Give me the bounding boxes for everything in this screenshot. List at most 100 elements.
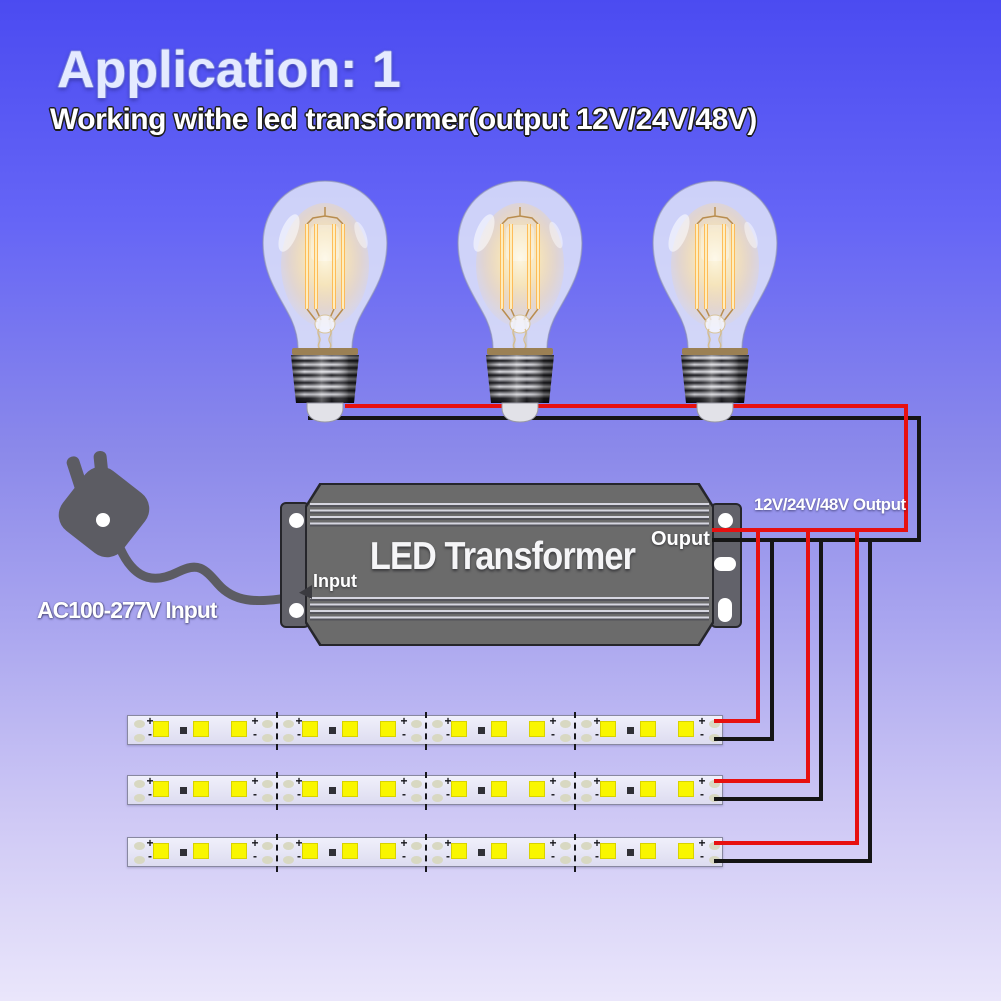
solder-pad (262, 720, 273, 728)
minus-mark: - (402, 849, 406, 863)
cut-line (574, 834, 576, 872)
led-chip (640, 721, 656, 737)
solder-pad (581, 734, 592, 742)
solder-pad (411, 734, 422, 742)
plus-mark: + (698, 774, 706, 788)
led-chip (302, 781, 318, 797)
positive-wire (714, 719, 760, 723)
solder-pad (134, 842, 145, 850)
resistor (329, 727, 336, 734)
solder-pad (709, 780, 720, 788)
led-chip (678, 721, 694, 737)
page-title: Application: 1 (57, 41, 401, 99)
solder-pad (432, 720, 443, 728)
led-strip: +-+-+-+-+-+-+-+- (127, 834, 723, 872)
solder-pad (581, 780, 592, 788)
filament-bulb (456, 179, 584, 424)
solder-pad (134, 720, 145, 728)
minus-mark: - (551, 787, 555, 801)
resistor (329, 787, 336, 794)
positive-wire (714, 779, 810, 783)
positive-wire (756, 530, 760, 723)
screw-hole (718, 513, 733, 528)
led-chip (302, 721, 318, 737)
led-chip (640, 781, 656, 797)
minus-mark: - (402, 787, 406, 801)
solder-pad (432, 794, 443, 802)
negative-wire (714, 797, 823, 801)
solder-pad (283, 842, 294, 850)
solder-pad (262, 780, 273, 788)
led-chip (451, 721, 467, 737)
resistor (627, 727, 634, 734)
plus-mark: + (593, 714, 601, 728)
led-chip (193, 721, 209, 737)
led-chip (153, 843, 169, 859)
minus-mark: - (297, 727, 301, 741)
led-chip (640, 843, 656, 859)
cut-line (425, 772, 427, 810)
led-chip (491, 721, 507, 737)
led-chip (529, 781, 545, 797)
minus-mark: - (551, 727, 555, 741)
solder-pad (134, 780, 145, 788)
wire-slot (714, 557, 736, 571)
transformer-label: LED Transformer (369, 535, 636, 578)
negative-wire (712, 538, 921, 542)
plus-mark: + (400, 774, 408, 788)
positive-wire (806, 530, 810, 783)
solder-pad (581, 720, 592, 728)
negative-wire (868, 540, 872, 863)
solder-pad (411, 794, 422, 802)
solder-pad (560, 734, 571, 742)
solder-pad (709, 720, 720, 728)
minus-mark: - (253, 787, 257, 801)
minus-mark: - (551, 849, 555, 863)
solder-pad (581, 856, 592, 864)
led-chip (451, 843, 467, 859)
negative-wire (714, 737, 774, 741)
minus-mark: - (595, 849, 599, 863)
filament-bulb (261, 179, 389, 424)
screw-hole (289, 513, 304, 528)
minus-mark: - (595, 787, 599, 801)
wire-slot (718, 598, 732, 622)
plug-body (58, 450, 150, 558)
plus-mark: + (400, 714, 408, 728)
power-cable (115, 543, 307, 605)
plus-mark: + (698, 836, 706, 850)
minus-mark: - (402, 727, 406, 741)
screw-hole (289, 603, 304, 618)
led-chip (529, 843, 545, 859)
solder-pad (262, 794, 273, 802)
plus-mark: + (146, 836, 154, 850)
positive-wire (712, 528, 908, 532)
solder-pad (134, 794, 145, 802)
minus-mark: - (148, 787, 152, 801)
led-chip (491, 843, 507, 859)
led-chip (302, 843, 318, 859)
led-chip (678, 843, 694, 859)
cut-line (574, 712, 576, 750)
plus-mark: + (251, 836, 259, 850)
cut-line (425, 712, 427, 750)
transformer-body: LED Transformer Input Ouput (305, 483, 714, 646)
led-chip (153, 781, 169, 797)
plus-mark: + (295, 714, 303, 728)
cut-line (276, 834, 278, 872)
solder-pad (560, 842, 571, 850)
led-chip (380, 781, 396, 797)
plus-mark: + (593, 774, 601, 788)
led-chip (380, 721, 396, 737)
solder-pad (411, 780, 422, 788)
led-chip (342, 721, 358, 737)
resistor (627, 849, 634, 856)
minus-mark: - (446, 727, 450, 741)
led-chip (600, 721, 616, 737)
resistor (478, 787, 485, 794)
minus-mark: - (700, 787, 704, 801)
heatsink-fins-top (310, 503, 709, 529)
minus-mark: - (446, 787, 450, 801)
